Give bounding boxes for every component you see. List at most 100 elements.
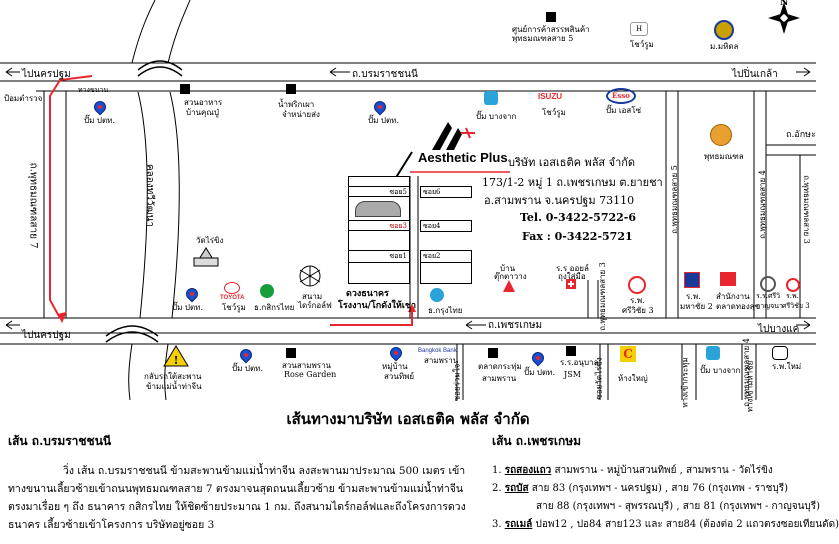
honda-icon: H: [630, 22, 648, 36]
left-vertical-road-name: ถ.พุทธมณฑลสาย 7: [27, 162, 39, 249]
shopping-center-label-2: พุทธมณฑลสาย 5: [512, 34, 574, 43]
rs-label: ร.ร ออยล์: [556, 264, 589, 273]
golf-label: สนาม: [302, 292, 323, 301]
company-fax: Fax : 0-3422-5721: [522, 230, 633, 243]
village-tent-label: บ้าน: [500, 264, 516, 273]
route-item: 3. รถเมล์ ปอพ12 , ปอ84 สาย123 และ สาย84 …: [492, 519, 839, 530]
canal-top-2: [167, 0, 191, 64]
side-road-label-2: ซอยวัดไร่ขิง: [594, 357, 604, 400]
bridge-bottom: [105, 325, 159, 337]
canal-line-1: [137, 91, 148, 319]
route-red-right: [330, 310, 413, 326]
top-mid-arrow: [329, 67, 350, 77]
garden-top-label: สวนอาหาร: [184, 98, 223, 107]
public-transport-routes: 1. รถสองแถว สามพราน - หมู่บ้านสวนทิพย์ ,…: [492, 462, 839, 534]
right-vertical-road-2: ถ.พุทธมณฑลสาย 4: [757, 170, 767, 239]
compass-north: N: [780, 0, 789, 8]
garden-top-marker: [180, 84, 190, 94]
building-picture: [355, 201, 401, 217]
top-left-arrow: [5, 67, 20, 77]
bridge-top: [137, 60, 183, 71]
bangchak-icon: [484, 91, 498, 105]
company-building: [348, 196, 410, 222]
shopping-center-label: ศูนย์การค้าสรรพสินค้า: [512, 25, 590, 34]
canal-name: คลองทวีวัฒนา: [144, 163, 156, 228]
school-right-label: ร.ร.อนุบาล: [560, 358, 599, 367]
side-road-label-1: ซอยร่วมใจ: [452, 363, 462, 402]
office-icon: [720, 272, 736, 286]
compass-rose: [768, 2, 800, 34]
bottom-left-arrow: [5, 320, 20, 330]
bottom-right-arrow: [796, 320, 811, 330]
cp-store-icon: C: [620, 346, 636, 362]
rp3-label: ร.พ.: [786, 292, 799, 300]
mahidol-icon: [714, 20, 734, 40]
rose-garden-label-2: Rose Garden: [284, 370, 337, 379]
uturn-label-2: ข้ามแม่น้ำท่าจีน: [146, 382, 202, 391]
bottom-road-name: ถ.เพชรเกษม: [488, 320, 543, 331]
top-right-arrow: [796, 67, 811, 77]
hospital-bottom-label: ร.พ.ใหม่: [772, 362, 802, 371]
rose-garden-label: สวนสามพราน: [282, 361, 332, 370]
unit-label: ซอย5: [389, 188, 407, 196]
parallel-road-label: ทางขนาน: [78, 86, 109, 94]
school-right-marker: [566, 346, 576, 356]
dhanakorn-label: ดวงธนาคร: [346, 289, 389, 299]
map-title: เส้นทางมาบริษัท เอสเธติค พลัส จำกัด: [286, 410, 530, 428]
school-icon: [760, 276, 776, 292]
village-bottom-label: หมู่บ้าน: [382, 362, 408, 371]
police-label: ป้อมตำรวจ: [4, 94, 43, 103]
unit-block: [420, 262, 472, 284]
golf-label-2: ไดร์กอล์ฟ: [298, 301, 332, 310]
side-road-label-4: ทางเข้ามหาชัย: [745, 360, 755, 413]
bottom-road-left-label: ไปนครปฐม: [22, 330, 71, 341]
rp3-icon: [786, 278, 800, 292]
mahidol-label: ม.มหิดล: [710, 42, 739, 51]
company-address-2: อ.สามพราน จ.นครปฐม 73110: [484, 194, 635, 207]
route-item: 2. รถบัส สาย 83 (กรุงเทพฯ - นครปฐม) , สา…: [492, 483, 789, 494]
route-item: สาย 88 (กรุงเทพฯ - สุพรรณบุรี) , สาย 81 …: [536, 501, 821, 512]
buddhism-icon: [710, 124, 732, 146]
canal-bottom-1: [128, 343, 133, 401]
temple-sketch: [193, 247, 219, 267]
krungthai-icon: [430, 288, 444, 302]
school-label: ร.ร.ศรีวิ: [756, 292, 781, 300]
bottom-mid-arrow: [465, 320, 486, 330]
tent-mark: [503, 280, 515, 292]
right-route-heading: เส้น ถ.เพชรเกษม: [492, 434, 582, 448]
map: ! N ไปนครปฐม ถ.บรมราชชนนี ไปปิ่นเกล้า ไป…: [0, 0, 816, 400]
restaurant-top-label-2: จำหน่ายส่ง: [282, 110, 320, 119]
canal-line-2: [169, 91, 180, 319]
unit-block: ซอย4: [420, 220, 472, 232]
route-item: 1. รถสองแถว สามพราน - หมู่บ้านสวนทิพย์ ,…: [492, 465, 773, 476]
svg-text:!: !: [174, 354, 179, 367]
left-route-description: วิ่ง เส้น ถ.บรมราชชนนี ข้ามสะพานข้ามแม่น…: [8, 465, 466, 531]
restaurant-top-label: น้ำพริกเผา: [278, 100, 315, 109]
kasikorn-icon: [260, 284, 274, 298]
ptt-bottom-3-label: ปั๊ม ปตท.: [524, 368, 555, 377]
aesthetic-plus-logo-mark: [432, 122, 475, 150]
esso-label: ปั๊ม เอสโซ่: [606, 106, 642, 115]
unit-block: ซอย6: [420, 186, 472, 198]
top-road-left-label: ไปนครปฐม: [22, 69, 71, 80]
bridge-bottom-2: [105, 331, 159, 343]
rp2-label: ร.พ.: [686, 292, 701, 301]
dhanakorn-label-2: โรงงาน/โกดังให้เช่า: [338, 301, 417, 311]
top-road-right-label: ไปปิ่นเกล้า: [732, 69, 778, 80]
bridge-top-2: [137, 66, 183, 77]
honda-label: โชว์รูม: [630, 40, 654, 49]
unit-block: ซอย5: [348, 186, 410, 198]
unit-block: [348, 262, 410, 284]
left-route-heading: เส้น ถ.บรมราชชนนี: [8, 434, 112, 448]
canal-top-1: [131, 0, 156, 64]
company-tel: Tel. 0-3422-5722-6: [520, 211, 636, 224]
school-label-2: กาญจนา: [756, 302, 783, 310]
rp-label-2: ศรีวิชัย 3: [622, 306, 654, 315]
buddhism-label: พุทธมณฑล: [704, 152, 744, 161]
unit-label: ซอย4: [423, 222, 441, 230]
ptt-bottom-left-label: ปั๊ม ปตท.: [172, 303, 203, 312]
route-red-left: [49, 75, 93, 319]
phetkasem-side-road: ถ.พุทธมณฑลสาย 3: [597, 262, 607, 331]
company-address-1: 173/1-2 หมู่ 1 ถ.เพชรเกษม ต.ยายชา: [482, 176, 663, 189]
akkana-road-name: ถ.อักษะ: [786, 130, 816, 140]
